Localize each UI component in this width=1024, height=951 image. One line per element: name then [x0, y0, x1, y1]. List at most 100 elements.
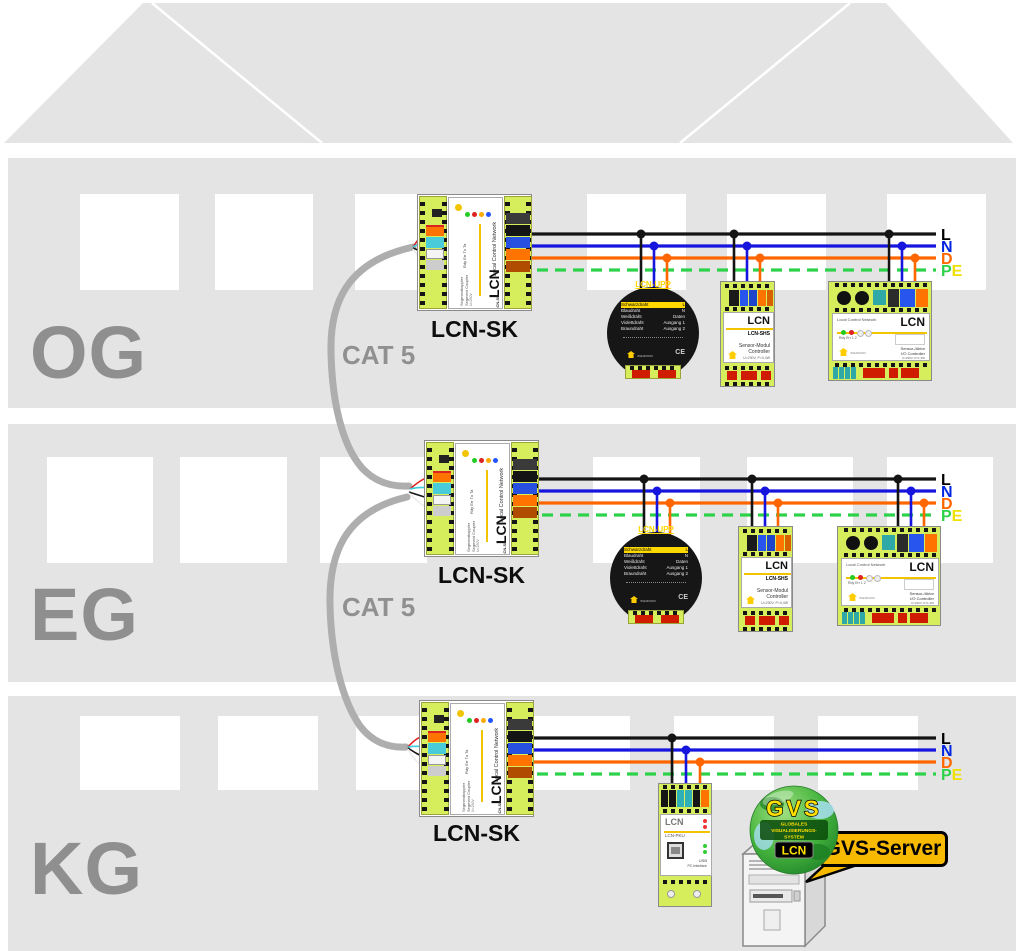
bus-terminal-l — [506, 225, 530, 236]
window — [218, 716, 318, 790]
window — [530, 716, 630, 790]
terminal-l — [888, 289, 899, 307]
lcn-upp-title: LCN-UPP — [635, 280, 671, 289]
gvs-server-label: GVS-Server — [818, 831, 948, 867]
role1: Sensor-/Aktor — [900, 346, 925, 351]
label-l: L — [941, 731, 951, 748]
label-pe: PE — [941, 263, 963, 280]
terminal-n — [740, 290, 748, 306]
maker-label: ISSENDORFF — [637, 355, 654, 358]
window — [587, 194, 686, 290]
cat5-terminal-grey — [426, 260, 444, 270]
window — [674, 716, 774, 790]
rating: U=230V, P=1,3W — [901, 356, 925, 360]
lcn-sk-caption-eg: LCN-SK — [438, 562, 525, 588]
bus-terminal-d — [506, 249, 530, 260]
gvs-wordmark: GVS — [766, 796, 821, 821]
model: LCN-PKU — [665, 833, 685, 838]
terminal-d — [916, 289, 928, 307]
dip-switch — [873, 290, 886, 305]
role2: Controller — [748, 349, 770, 355]
yellow-line — [479, 224, 481, 296]
label-d: D — [941, 496, 953, 513]
gvs-lcn: LCN — [782, 844, 807, 858]
role1: Sensor-Modul — [738, 343, 770, 349]
lcn-pku-device: LCN LCN-PKU USB PC Interface — [658, 783, 712, 907]
gvs-sub3: SYSTEM — [784, 835, 804, 841]
network-label: Local Control Network — [837, 317, 877, 322]
junction-dots — [639, 474, 929, 508]
model: LCN-SK — [495, 294, 500, 309]
bus-terminal-n — [506, 237, 530, 248]
label-d: D — [941, 251, 953, 268]
maker-label: ISSENDORFF — [850, 351, 867, 355]
cat5-cable — [326, 243, 417, 751]
usb-label: USB — [698, 858, 707, 863]
brand: LCN — [900, 315, 925, 329]
window — [80, 716, 180, 790]
relay-knob — [837, 291, 851, 305]
bus-labels-kg: L N D PE — [941, 731, 963, 784]
lcn-shs-device-og: LCN LCN-SHS Sensor-Modul Controller U=23… — [720, 281, 775, 387]
terminal-d — [701, 790, 709, 807]
lcn-house-icon — [627, 351, 635, 358]
lcn-hu-device-og: Local Control Network LCN Rdy Err 1 2 LC… — [828, 281, 932, 381]
cat5-terminal-white — [426, 249, 444, 259]
lcn-sk-module-eg: Rdy Err Tx Ta Local Control Network LCN … — [424, 440, 539, 557]
gvs-sub2: VISUALISIERUNGS- — [771, 828, 817, 834]
rating: U=230V — [469, 293, 473, 306]
model: LCN-SHS — [747, 331, 770, 337]
yellow-dot — [455, 204, 462, 211]
brand: LCN — [486, 269, 502, 298]
bus-terminal — [506, 213, 530, 224]
label-n: N — [941, 239, 953, 256]
window — [215, 194, 313, 290]
label-l: L — [941, 227, 951, 244]
led-ta — [486, 212, 491, 217]
ce-mark: CE — [675, 349, 685, 356]
led-err — [472, 212, 477, 217]
gvs-sub1: GLOBALES — [781, 822, 808, 828]
terminal-l — [729, 290, 739, 306]
jumper — [432, 209, 442, 217]
label-n: N — [941, 484, 953, 501]
relay-knob — [855, 291, 869, 305]
bus-og: L N D PE — [531, 227, 963, 300]
usb-port-icon — [667, 842, 684, 859]
lcn-sk-caption-og: LCN-SK — [431, 316, 518, 342]
junction-dots — [636, 229, 920, 263]
lcn-sk-caption-kg: LCN-SK — [433, 820, 520, 846]
led-rdy — [465, 212, 470, 217]
lcn-shs-device-eg: LCN LCN-SHS Sensor-Modul Controller U=23… — [738, 526, 793, 632]
cat5-label-2: CAT 5 — [342, 592, 416, 622]
label-n: N — [941, 743, 953, 760]
bus-labels-og: L N D PE — [941, 227, 963, 280]
lcn-sk-module-og: Rdy Err Tx Ta Local Control Network LCN … — [417, 194, 532, 311]
role2: I/O Controller — [901, 351, 925, 356]
bus-kg: L N D PE — [533, 731, 963, 798]
module-face: Rdy Err Tx Ta Local Control Network LCN … — [448, 197, 503, 309]
bus-terminal — [506, 261, 530, 272]
cat5-label-1: CAT 5 — [342, 340, 416, 370]
window — [180, 457, 287, 563]
window — [80, 194, 179, 290]
label-d: D — [941, 755, 953, 772]
window — [727, 194, 826, 290]
bus-labels-eg: L N D PE — [941, 472, 963, 525]
cat5-terminal-cyan — [426, 237, 444, 248]
roof — [4, 2, 1013, 144]
floor-label-og: OG — [30, 311, 148, 394]
cat5-terminal-orange — [426, 225, 444, 236]
brand: LCN — [665, 817, 684, 827]
lcn-sk-module-kg: Rdy Err Tx Ta Local Control Network LCN … — [419, 700, 534, 817]
terminal-n — [900, 289, 915, 307]
led-labels: Rdy Err Tx Ta — [462, 243, 467, 268]
floor-label-eg: EG — [30, 573, 139, 656]
role: PC Interface — [687, 864, 707, 868]
